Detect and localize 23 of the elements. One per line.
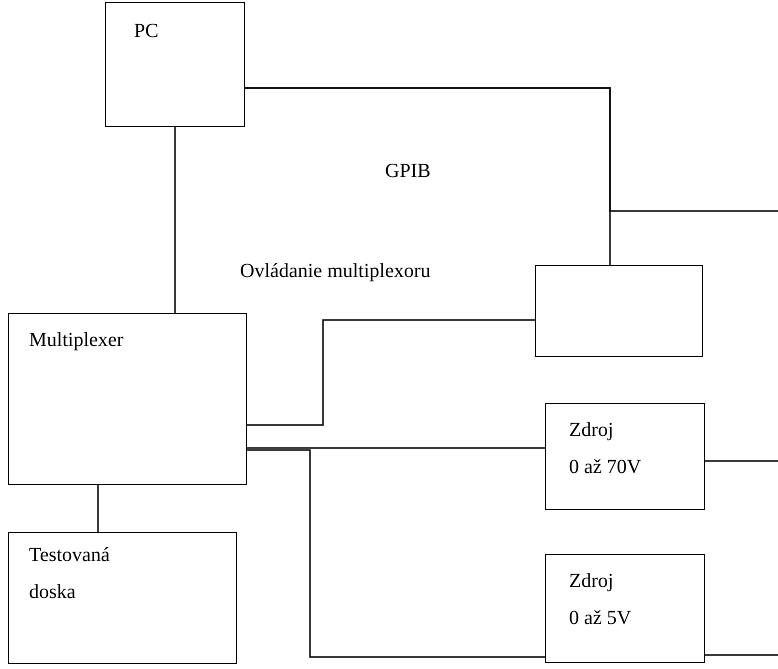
block-box xyxy=(8,532,237,664)
connector-line xyxy=(247,447,545,449)
block-label: 0 až 70V xyxy=(569,455,642,480)
connector-line xyxy=(705,460,778,462)
connector-line xyxy=(705,654,778,656)
block-box xyxy=(105,2,245,127)
connector-line xyxy=(247,449,545,658)
device-box xyxy=(535,265,703,357)
signal-label: GPIB xyxy=(385,160,431,183)
block-box xyxy=(8,313,247,485)
connector-line xyxy=(245,87,778,212)
block-label: PC xyxy=(134,19,158,44)
connector-line xyxy=(247,319,535,426)
connector-line xyxy=(97,485,99,532)
block-box xyxy=(545,403,705,510)
block-label: Zdroj xyxy=(569,569,614,594)
block-box xyxy=(545,554,705,663)
signal-label: Ovládanie multiplexoru xyxy=(240,260,431,283)
connector-line xyxy=(174,127,176,313)
block-label: Testovaná doska xyxy=(29,543,111,605)
block-label: Zdroj xyxy=(569,418,614,443)
block-label: Multiplexer xyxy=(29,328,124,353)
block-label: 0 až 5V xyxy=(569,606,632,631)
